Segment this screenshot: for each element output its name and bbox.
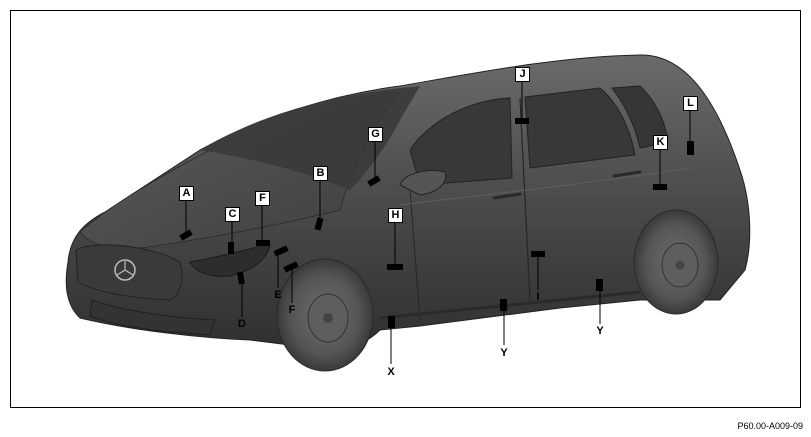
callout-h: H xyxy=(388,208,403,223)
callout-y-middle: Y xyxy=(500,347,508,359)
callout-d: D xyxy=(238,318,246,330)
callout-y-rear: Y xyxy=(596,325,604,337)
callout-a: A xyxy=(179,186,194,201)
side-mirror xyxy=(399,170,447,196)
callout-g: G xyxy=(368,127,383,142)
rear-wheel xyxy=(633,209,719,315)
figure-code: P60.00-A009-09 xyxy=(737,421,803,431)
callout-f-lower: F xyxy=(288,304,296,316)
callout-x: X xyxy=(387,366,395,378)
callout-i: I xyxy=(536,291,540,303)
callout-k: K xyxy=(653,135,668,150)
rear-side-window xyxy=(524,87,636,169)
front-side-window xyxy=(409,97,513,186)
star-emblem xyxy=(114,259,136,281)
callout-f-upper: F xyxy=(255,191,270,206)
windshield xyxy=(200,86,420,190)
leader-lines xyxy=(185,81,691,364)
callout-e: E xyxy=(274,289,282,301)
headlight xyxy=(189,243,271,277)
position-markers xyxy=(179,118,694,328)
callout-j: J xyxy=(515,67,530,82)
callout-c: C xyxy=(225,207,240,222)
callout-l: L xyxy=(683,96,698,111)
callout-b: B xyxy=(313,166,328,181)
quarter-window xyxy=(611,85,669,149)
front-wheel xyxy=(276,258,374,372)
